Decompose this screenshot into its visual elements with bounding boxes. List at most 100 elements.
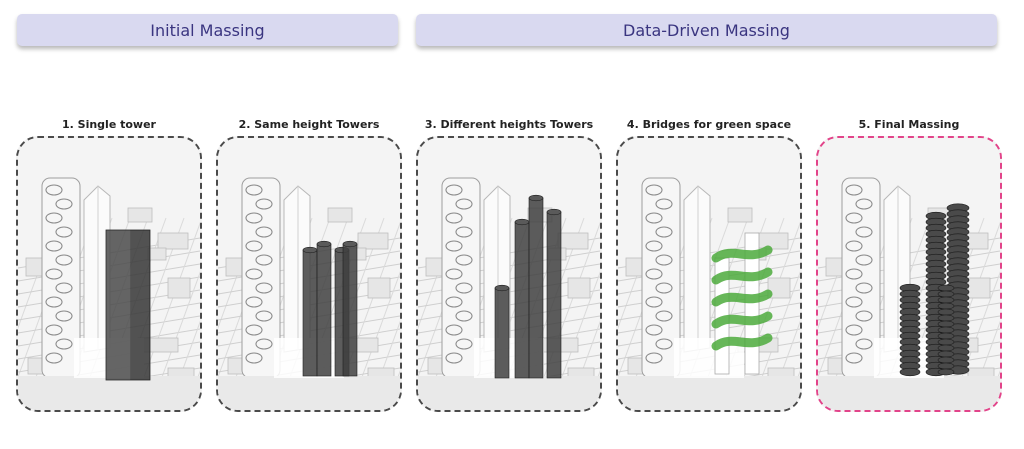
data-driven-massing-banner: Data-Driven Massing	[416, 14, 997, 46]
lattice-ring	[245, 212, 263, 224]
lattice-ring	[255, 310, 273, 322]
massing-render-different	[418, 138, 600, 410]
lattice-ring	[55, 338, 73, 350]
stacked-tower	[937, 284, 955, 376]
lattice-ring	[255, 338, 273, 350]
same-height-tower	[342, 243, 358, 377]
lattice-tower	[41, 177, 81, 379]
lattice-ring	[455, 282, 473, 294]
lattice-ring	[855, 310, 873, 322]
lattice-ring	[255, 254, 273, 266]
lattice-ring	[45, 184, 63, 196]
lattice-ring	[45, 324, 63, 336]
lattice-ring	[445, 352, 463, 364]
panel-title: 3. Different heights Towers	[424, 118, 594, 131]
lattice-ring	[45, 352, 63, 364]
lattice-ring	[655, 226, 673, 238]
panel-single-tower: 1. Single tower	[16, 118, 202, 414]
same-height-tower-cap	[316, 240, 332, 248]
tower-floor-disc	[899, 367, 921, 377]
same-height-tower	[316, 243, 332, 377]
panel-frame	[416, 136, 602, 412]
lattice-ring	[245, 296, 263, 308]
green-bridge	[711, 267, 773, 285]
lattice-ring	[245, 352, 263, 364]
lattice-ring	[55, 198, 73, 210]
lattice-tower	[441, 177, 481, 379]
single-tower-shade	[130, 230, 150, 380]
context-building	[147, 247, 167, 261]
tower-floor-disc	[937, 320, 955, 328]
lattice-ring	[55, 226, 73, 238]
landmark-tower	[683, 185, 711, 353]
tower-floor-disc	[937, 362, 955, 370]
foreground-ground	[18, 376, 200, 410]
lattice-ring	[645, 212, 663, 224]
massing-render-single	[18, 138, 200, 410]
lattice-ring	[845, 296, 863, 308]
panel-frame	[16, 136, 202, 412]
tower-floor-disc	[937, 290, 955, 298]
foreground-ground	[418, 376, 600, 410]
lattice-ring	[655, 282, 673, 294]
different-height-tower	[494, 287, 510, 379]
lattice-ring	[645, 324, 663, 336]
same-height-tower-cap	[342, 240, 358, 248]
tower-floor-disc	[937, 302, 955, 310]
lattice-ring	[55, 310, 73, 322]
lattice-ring	[845, 212, 863, 224]
context-building	[767, 277, 791, 299]
lattice-ring	[845, 324, 863, 336]
lattice-ring	[55, 254, 73, 266]
massing-render-bridges	[618, 138, 800, 410]
context-building	[557, 232, 589, 250]
tower-floor-disc	[937, 350, 955, 358]
lattice-ring	[45, 212, 63, 224]
lattice-ring	[645, 296, 663, 308]
tower-floor-disc	[937, 344, 955, 352]
panel-different-heights: 3. Different heights Towers	[416, 118, 602, 414]
foreground-ground	[818, 376, 1000, 410]
lattice-ring	[455, 254, 473, 266]
different-height-tower-cap	[546, 208, 562, 216]
lattice-tower	[641, 177, 681, 379]
city-context	[618, 138, 800, 410]
panel-same-height: 2. Same height Towers	[216, 118, 402, 414]
different-height-tower-cap	[494, 284, 510, 292]
lattice-ring	[855, 282, 873, 294]
lattice-ring	[855, 198, 873, 210]
context-building	[967, 277, 991, 299]
context-building	[727, 207, 753, 223]
panel-bridges: 4. Bridges for green space	[616, 118, 802, 414]
lattice-ring	[855, 338, 873, 350]
lattice-ring	[255, 198, 273, 210]
green-bridge	[711, 289, 773, 307]
tower-floor-disc	[937, 308, 955, 316]
lattice-tower	[841, 177, 881, 379]
tower-floor-disc	[937, 368, 955, 376]
different-height-tower	[528, 197, 544, 379]
context-building	[127, 207, 153, 223]
context-building	[357, 232, 389, 250]
tower-floor-disc	[937, 338, 955, 346]
lattice-ring	[655, 310, 673, 322]
lattice-ring	[55, 282, 73, 294]
lattice-ring	[445, 268, 463, 280]
tower-floor-disc	[937, 314, 955, 322]
lattice-ring	[645, 352, 663, 364]
lattice-ring	[645, 240, 663, 252]
lattice-ring	[655, 198, 673, 210]
context-building	[757, 232, 789, 250]
lattice-tower	[241, 177, 281, 379]
panel-title: 4. Bridges for green space	[626, 118, 792, 131]
initial-massing-label: Initial Massing	[150, 20, 265, 40]
foreground-ground	[218, 376, 400, 410]
lattice-ring	[455, 310, 473, 322]
initial-massing-banner: Initial Massing	[17, 14, 398, 46]
lattice-ring	[245, 240, 263, 252]
panel-frame	[616, 136, 802, 412]
lattice-ring	[445, 240, 463, 252]
lattice-ring	[45, 240, 63, 252]
tower-floor-disc	[937, 296, 955, 304]
context-building	[367, 277, 391, 299]
